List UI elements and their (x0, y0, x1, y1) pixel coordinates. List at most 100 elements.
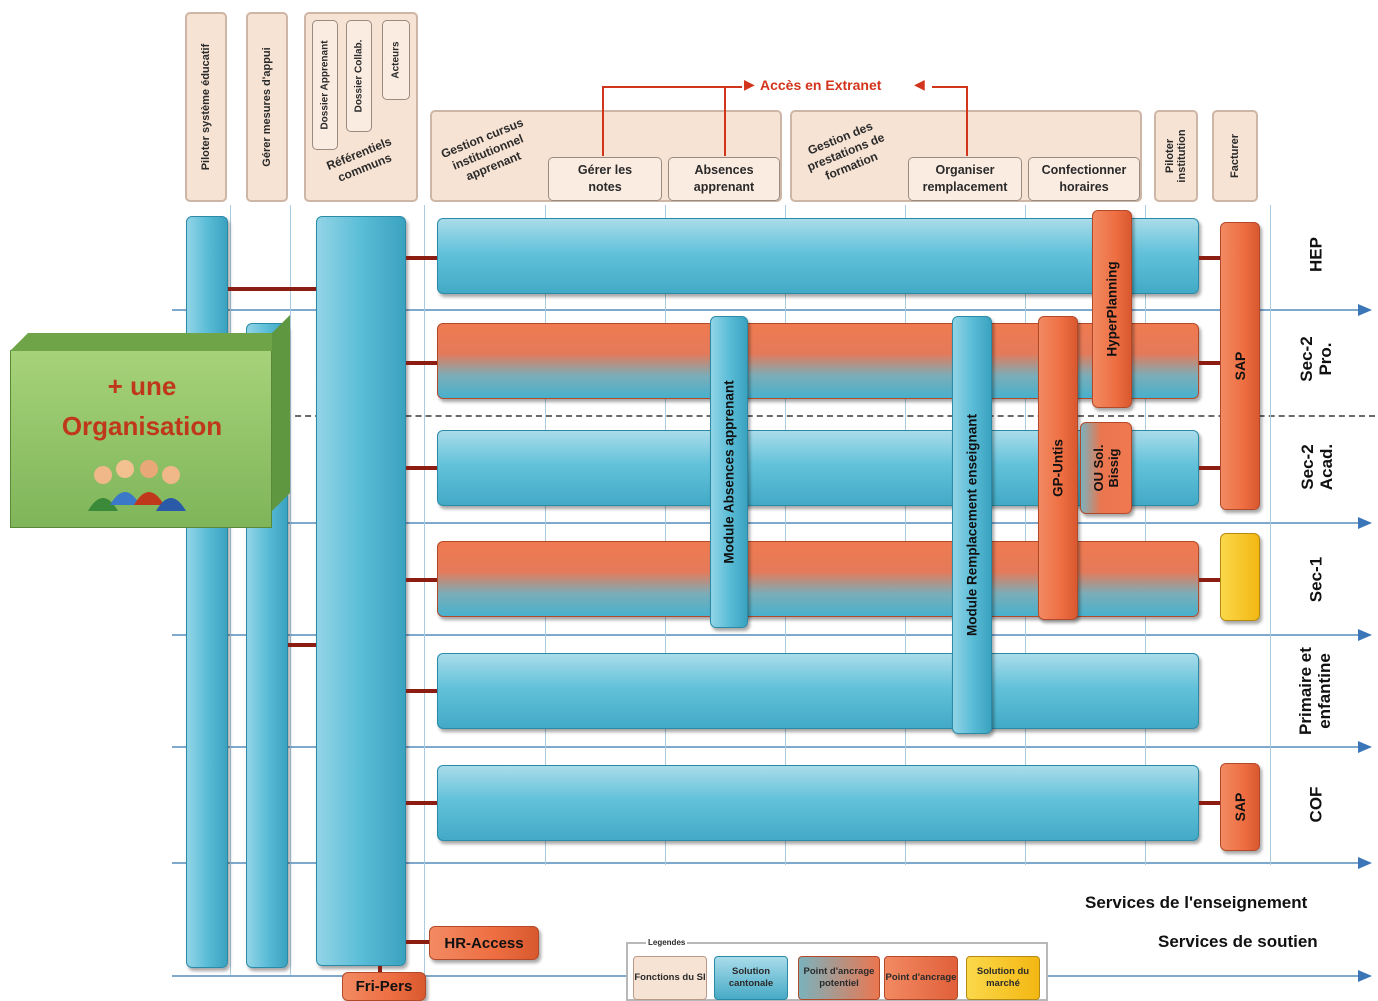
people-icon (83, 455, 193, 515)
connector-link (228, 287, 316, 291)
module-label: HR-Access (444, 934, 524, 952)
module-sap-cof: SAP (1220, 763, 1260, 851)
module-label: Fri-Pers (355, 978, 413, 995)
legend-title: Legendes (646, 938, 688, 947)
header-piloter-institution: Piloter institution (1154, 110, 1198, 202)
legend-label: Point d'ancrage potentiel (803, 966, 875, 989)
separator-line-4 (172, 746, 1362, 748)
row-label-text: Primaire et enfantine (1296, 647, 1334, 735)
header-label: Acteurs (390, 41, 402, 79)
row-bar-primaire (437, 653, 1199, 729)
header-facturer: Facturer (1212, 110, 1258, 202)
header-label: Piloter système éducatif (200, 43, 212, 171)
module-label: Module Remplacement enseignant (964, 413, 980, 637)
extranet-connector (724, 86, 726, 156)
header-label: Dossier Collab. (353, 39, 365, 113)
column-guide (545, 205, 546, 865)
arrow-right-icon (1358, 857, 1372, 869)
connector-link (378, 966, 382, 976)
arrow-left-icon: ◀ (914, 76, 925, 92)
module-label: SAP (1232, 792, 1248, 822)
extranet-label-bg (742, 76, 932, 98)
module-remplacement: Module Remplacement enseignant (952, 316, 992, 734)
arrow-right-icon (1358, 741, 1372, 753)
connector-link (406, 801, 437, 805)
header-acteurs: Acteurs (382, 20, 410, 100)
header-absences-apprenant: Absences apprenant (668, 157, 780, 201)
column-guide (230, 205, 231, 975)
legend-label: Solution du marché (976, 966, 1030, 989)
separator-line-2 (172, 522, 1362, 524)
module-ou-sol: OU Sol. Bissig (1080, 422, 1132, 514)
extranet-label: Accès en Extranet (760, 77, 882, 93)
separator-line-5 (172, 862, 1362, 864)
header-gerer-notes: Gérer les notes (548, 157, 662, 201)
connector-link (1199, 256, 1220, 260)
legend-item-ancrage: Point d'ancrage (884, 956, 958, 1000)
row-label-hep: HEP (1306, 237, 1326, 272)
column-guide (1145, 205, 1146, 865)
module-label: OU Sol. Bissig (1091, 444, 1121, 492)
legend-label: Fonctions du SI (634, 972, 706, 983)
label-services-enseignement: Services de l'enseignement (1085, 893, 1308, 912)
connector-link (406, 361, 437, 365)
header-dossier-apprenant: Dossier Apprenant (312, 20, 338, 150)
column-guide (1270, 205, 1271, 865)
separator-line-3 (172, 634, 1362, 636)
module-hr-access: HR-Access (429, 926, 539, 960)
arrow-right-icon (1358, 629, 1372, 641)
dashed-separator (275, 415, 1375, 417)
arrow-right-icon (1358, 970, 1372, 982)
legend-label: Point d'ancrage (885, 972, 957, 983)
row-label-primaire: Primaire et enfantine (1296, 636, 1334, 746)
header-label: Gestion cursus institutionnel apprenant (439, 115, 526, 184)
header-gestion-cursus: Gestion cursus institutionnel apprenant … (430, 110, 782, 202)
organisation-line2: Organisation (61, 411, 223, 441)
connector-link (1199, 361, 1220, 365)
header-organiser-remplacement: Organiser remplacement (908, 157, 1022, 201)
legend-item-fonctions: Fonctions du SI (633, 956, 707, 1000)
row-bar-hep (437, 218, 1199, 294)
bar-referentiels (316, 216, 406, 966)
row-label-text: Sec-2 Pro. (1297, 336, 1335, 382)
header-dossier-collab: Dossier Collab. (346, 20, 372, 132)
header-piloter-systeme: Piloter système éducatif (185, 12, 227, 202)
row-label-sec1: Sec-1 (1306, 556, 1326, 603)
arrow-right-icon: ▶ (744, 76, 755, 92)
module-label: GP-Untis (1050, 439, 1066, 497)
header-referentiels: Dossier Apprenant Dossier Collab. Acteur… (304, 12, 418, 202)
module-label: HyperPlanning (1104, 261, 1120, 357)
connector-link (1199, 578, 1220, 582)
module-label: Module Absences apprenant (721, 380, 737, 564)
row-label-text: Sec-2 Acad. (1298, 443, 1336, 491)
column-guide (785, 205, 786, 865)
header-label: Absences apprenant (693, 163, 755, 194)
organisation-box-side (272, 315, 290, 511)
module-sap-top: SAP (1220, 222, 1260, 510)
organisation-box-top (10, 333, 290, 351)
row-label-sec2acad: Sec-2 Acad. (1298, 432, 1336, 502)
connector-link (406, 689, 437, 693)
header-gerer-mesures: Gérer mesures d'appui (246, 12, 288, 202)
arrow-right-icon (1358, 304, 1372, 316)
legend-label: Solution cantonale (728, 966, 774, 989)
header-label: Facturer (1229, 133, 1241, 179)
header-label: Organiser remplacement (922, 163, 1008, 194)
connector-link (288, 643, 316, 647)
connector-link (406, 466, 437, 470)
legend-item-ancrage-potentiel: Point d'ancrage potentiel (798, 956, 880, 1000)
column-guide (290, 205, 291, 975)
column-guide (424, 205, 425, 975)
header-label: Confectionner horaires (1041, 163, 1127, 194)
row-bar-sec1 (437, 541, 1199, 617)
bar-piloter-systeme (186, 216, 228, 968)
label-services-soutien: Services de soutien (1158, 932, 1318, 951)
header-label: Dossier Apprenant (319, 40, 331, 130)
arrow-right-icon (1358, 517, 1372, 529)
row-label-cof: COF (1306, 786, 1326, 823)
connector-link (1199, 466, 1220, 470)
row-label-sec2pro: Sec-2 Pro. (1297, 329, 1335, 389)
header-label: Gérer les notes (577, 163, 633, 194)
connector-link (406, 578, 437, 582)
legend-item-solution-cantonale: Solution cantonale (714, 956, 788, 1000)
